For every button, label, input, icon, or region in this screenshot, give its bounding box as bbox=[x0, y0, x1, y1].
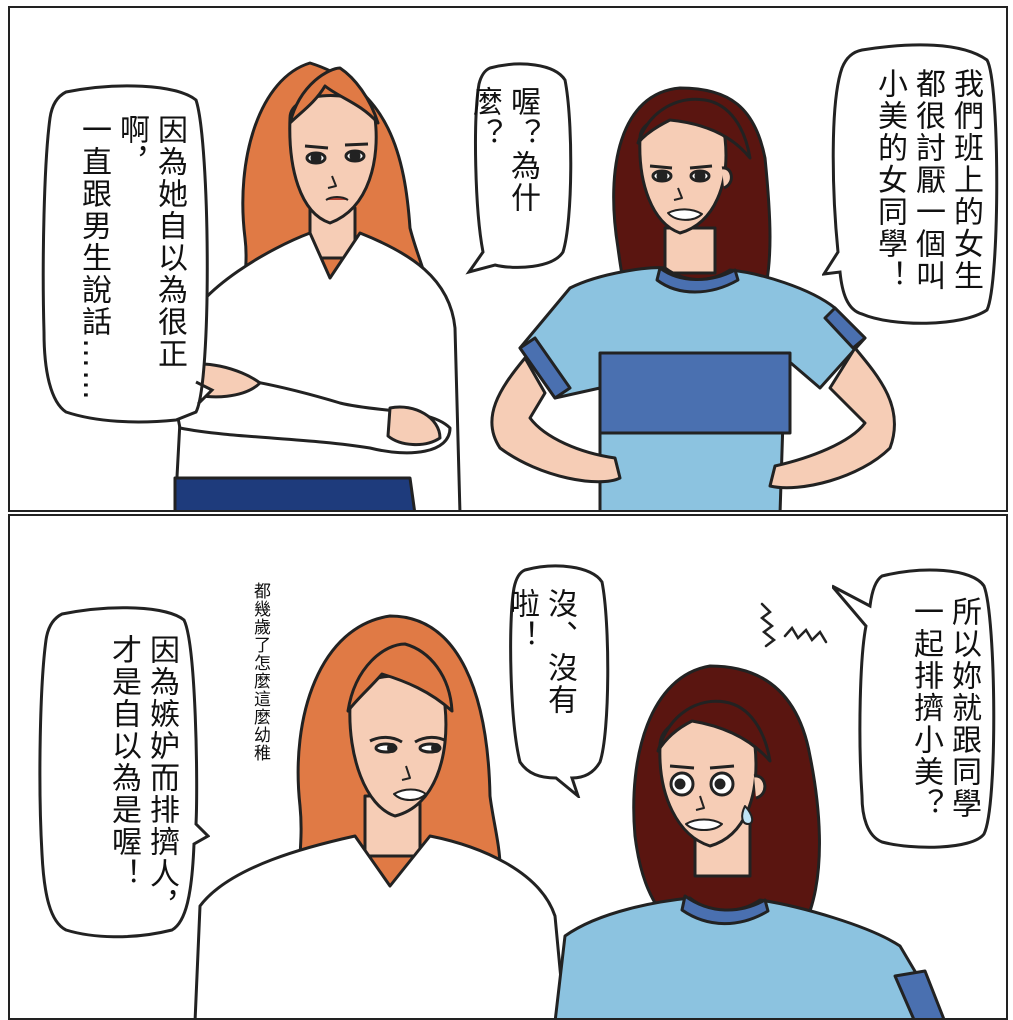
narration-text: 都幾歲了怎麼這麼幼稚 bbox=[250, 582, 270, 762]
bubble-outline bbox=[509, 564, 610, 798]
redhead-character bbox=[193, 614, 567, 1018]
bubble-line: 我們班上的女生 bbox=[948, 68, 983, 292]
bubble-line: 小美的女同學！ bbox=[872, 68, 907, 292]
panel-2-artwork bbox=[193, 602, 946, 1018]
bubble-outline bbox=[832, 568, 996, 849]
bubble-outline bbox=[41, 84, 215, 424]
bubble-line: 所以妳就跟同學 bbox=[946, 596, 981, 820]
bubble-outline bbox=[465, 62, 573, 275]
speech-bubble-brunette-2: 沒、沒有啦！ bbox=[500, 562, 614, 798]
comic-panel-2: 所以妳就跟同學 一起排擠小美？ 沒、沒有啦！ 因為嫉妒而排擠人， 才是自以為是喔… bbox=[8, 514, 1008, 1020]
panel-1-artwork bbox=[168, 61, 896, 510]
bubble-line: 沒、沒有啦！ bbox=[504, 588, 577, 716]
bubble-outline bbox=[38, 606, 210, 939]
speech-bubble-redhead-1: 喔？為什麼？ bbox=[465, 60, 575, 280]
brunette-character bbox=[490, 86, 896, 510]
speech-bubble-redhead-2: 因為她自以為很正啊， 一直跟男生說話…… bbox=[36, 82, 218, 432]
bubble-line: 一起排擠小美？ bbox=[908, 596, 943, 820]
bubble-line: 才是自以為是喔！ bbox=[106, 634, 141, 890]
bubble-line: 喔？為什麼？ bbox=[467, 86, 540, 214]
speech-bubble-redhead-4: 因為嫉妒而排擠人， 才是自以為是喔！ bbox=[32, 604, 210, 944]
comic-panel-1: 我們班上的女生 都很討厭一個叫 小美的女同學！ 喔？為什麼？ 因為她自以為很正啊… bbox=[8, 6, 1008, 512]
bubble-line: 一直跟男生說話…… bbox=[76, 114, 111, 402]
bubble-outline bbox=[822, 43, 999, 325]
bubble-line: 都很討厭一個叫 bbox=[910, 68, 945, 292]
bubble-line: 因為嫉妒而排擠人， bbox=[144, 634, 179, 922]
nervous-squiggle-marks bbox=[759, 602, 828, 648]
speech-bubble-redhead-3: 所以妳就跟同學 一起排擠小美？ bbox=[832, 566, 1000, 856]
bubble-line: 因為她自以為很正啊， bbox=[114, 114, 187, 370]
brunette-character bbox=[553, 664, 946, 1018]
speech-bubble-brunette-1: 我們班上的女生 都很討厭一個叫 小美的女同學！ bbox=[822, 42, 1002, 332]
